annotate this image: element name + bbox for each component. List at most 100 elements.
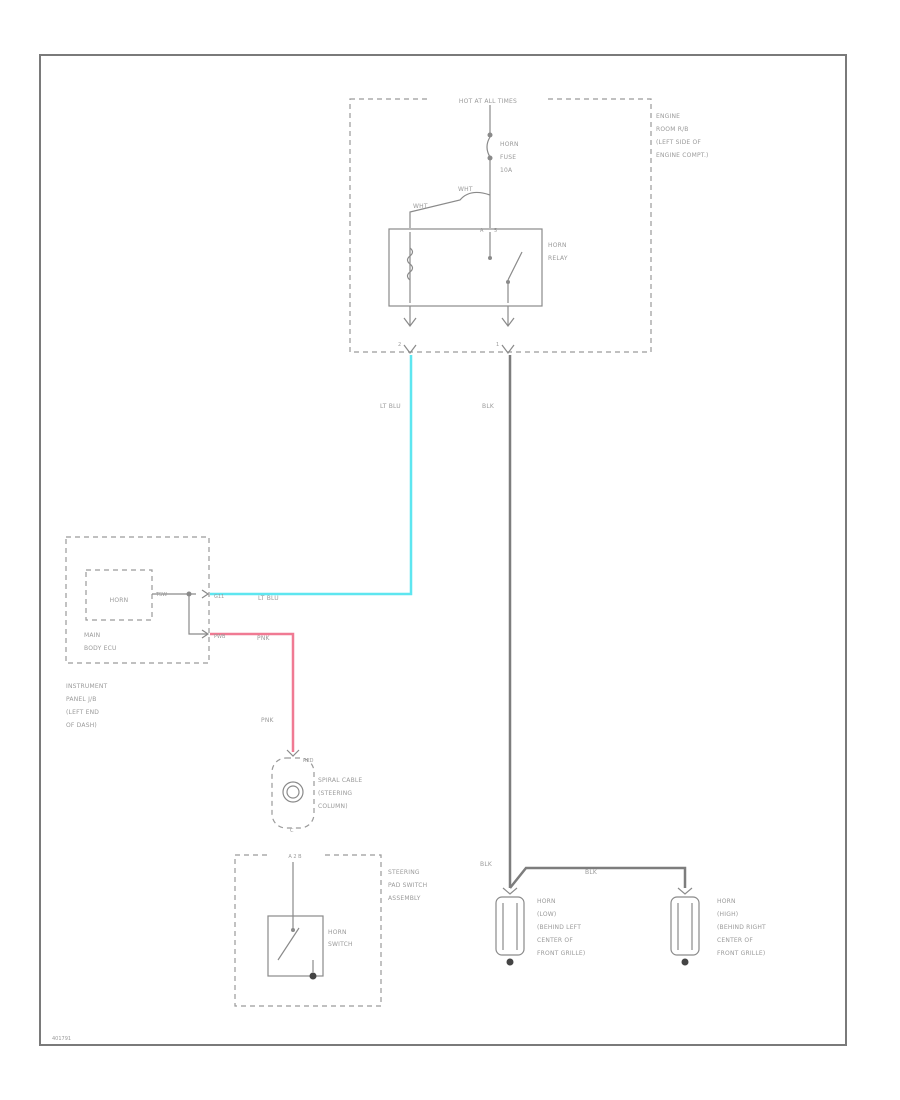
relay-pin-1-label: 1: [496, 342, 499, 348]
horn-low-line1: HORN: [537, 898, 556, 905]
horn-fuse-line1: HORN: [500, 141, 519, 148]
horn-low-line3: (BEHIND LEFT: [537, 924, 581, 931]
blk-horn-left-label: BLK: [480, 861, 493, 868]
diagram-frame: [39, 54, 847, 1046]
wht-upper-label: WHT: [458, 186, 473, 193]
relay-pin-2-connector: [403, 344, 417, 354]
horn-high-line5: FRONT GRILLE): [717, 950, 765, 957]
spiral-cable-pin: RED: [303, 758, 314, 764]
horn-high-line4: CENTER OF: [717, 937, 753, 944]
spiral-cable-coil: [282, 781, 304, 803]
relay-pin-a: A: [480, 228, 484, 234]
ecu-pin-top: G11: [214, 594, 224, 600]
spiral-cable-line3: COLUMN): [318, 803, 348, 810]
horn-relay-line2: RELAY: [548, 255, 568, 262]
relay-switch-arm: [507, 251, 523, 281]
main-body-ecu: HORN TSW G11 PWB MAIN BODY ECU INSTRUMEN…: [65, 536, 226, 729]
horn-high-body: [670, 896, 700, 956]
spiral-cable-body: [271, 757, 315, 829]
blk-horn-bridge-label: BLK: [585, 869, 598, 876]
horn-low-line2: (LOW): [537, 911, 556, 918]
steering-pad-line3: ASSEMBLY: [388, 895, 421, 902]
horn-low: HORN (LOW) (BEHIND LEFT CENTER OF FRONT …: [495, 887, 585, 966]
engine-room-location-line1: ENGINE: [656, 113, 680, 120]
steering-pad-pins: A 2 B: [288, 854, 302, 860]
blk-horn-bridge-wire: [509, 866, 687, 889]
spiral-cable-line2: (STEERING: [318, 790, 352, 797]
ecu-horn-label: HORN: [110, 597, 129, 604]
horn-low-connector: [502, 887, 518, 895]
relay-pin-2-label: 2: [398, 342, 401, 348]
horn-high-ground: [681, 958, 689, 966]
diagram-id: 401791: [52, 1036, 71, 1042]
relay-contact-top: [488, 256, 492, 260]
horn-low-line4: CENTER OF: [537, 937, 573, 944]
ecu-connector-bottom: [201, 629, 210, 639]
pnk-wire: [210, 632, 295, 752]
relay-contact-bottom: [506, 280, 510, 284]
horn-high: HORN (HIGH) (BEHIND RIGHT CENTER OF FRON…: [670, 887, 766, 966]
steering-pad-box: [234, 854, 382, 1007]
engine-room-location-line3: (LEFT SIDE OF: [656, 139, 701, 146]
wiring-harness: LT BLU LT BLU BLK BLK BLK PNK PNK: [210, 355, 687, 889]
fuse-bottom-terminal: [487, 155, 493, 161]
wht-branch-wire: [409, 191, 491, 228]
relay-pin-5: 5: [494, 228, 497, 234]
horn-ecu-inner-box: [85, 569, 153, 621]
ecu-connector-top: [201, 589, 210, 599]
steering-pad-pins-mask: [268, 850, 322, 860]
horn-switch-arm: [277, 927, 300, 961]
spiral-cable-bottom-mark: C: [290, 828, 294, 834]
spiral-cable-coil-inner: [286, 785, 300, 799]
ecu-terminal-label: TSW: [155, 592, 167, 598]
engine-room-box: [349, 98, 652, 353]
steering-pad-switch-assembly: A 2 B HORN SWITCH STEERING PAD SWITCH AS…: [234, 850, 427, 1007]
engine-room-location-line2: ROOM R/B: [656, 126, 689, 133]
horn-low-body: [495, 896, 525, 956]
spiral-cable-line1: SPIRAL CABLE: [318, 777, 362, 784]
engine-room-location-line4: ENGINE COMPT.): [656, 152, 709, 159]
horn-switch-line1: HORN: [328, 929, 347, 936]
horn-relay-line1: HORN: [548, 242, 567, 249]
horn-switch-ground: [309, 972, 317, 980]
horn-fuse-symbol: [486, 136, 491, 158]
horn-fuse-line2: FUSE: [500, 154, 516, 161]
horn-switch-contact-top: [291, 928, 295, 932]
horn-high-line3: (BEHIND RIGHT: [717, 924, 766, 931]
horn-low-line5: FRONT GRILLE): [537, 950, 585, 957]
horn-high-line1: HORN: [717, 898, 736, 905]
horn-switch-body: [267, 915, 324, 977]
relay-pin-1-connector: [501, 344, 515, 354]
ecu-internal-wire-bottom: [188, 594, 207, 635]
lt-blu-wire: [210, 355, 413, 596]
pnk-vertical-label: PNK: [261, 717, 275, 724]
spiral-cable: RED C SPIRAL CABLE (STEERING COLUMN): [271, 749, 362, 834]
main-body-ecu-line1: MAIN: [84, 632, 100, 639]
pnk-horizontal-label: PNK: [257, 635, 271, 642]
ecu-pin-bottom: PWB: [214, 634, 226, 640]
main-body-ecu-line2: BODY ECU: [84, 645, 117, 652]
horn-relay-body: [388, 228, 543, 307]
horn-high-connector: [677, 887, 693, 895]
lt-blu-horizontal-label: LT BLU: [258, 595, 279, 602]
steering-pad-line2: PAD SWITCH: [388, 882, 427, 889]
lt-blu-vertical-label: LT BLU: [380, 403, 401, 410]
instrument-panel-line2: PANEL J/B: [66, 696, 97, 703]
horn-fuse-line3: 10A: [500, 167, 513, 174]
horn-low-ground: [506, 958, 514, 966]
instrument-panel-line4: OF DASH): [66, 722, 97, 729]
instrument-panel-line3: (LEFT END: [66, 709, 99, 716]
wht-lower-label: WHT: [413, 203, 428, 210]
horn-switch-line2: SWITCH: [328, 941, 353, 948]
engine-room-relay-block: HOT AT ALL TIMES ENGINE ROOM R/B (LEFT S…: [349, 95, 709, 354]
hot-at-all-times-label: HOT AT ALL TIMES: [459, 98, 517, 105]
steering-pad-line1: STEERING: [388, 869, 420, 876]
instrument-panel-line1: INSTRUMENT: [66, 683, 108, 690]
hot-label-mask: [430, 95, 546, 105]
horn-high-line2: (HIGH): [717, 911, 738, 918]
blk-vertical-label: BLK: [482, 403, 495, 410]
spiral-cable-connector: [286, 749, 300, 757]
relay-coil-symbol: [406, 247, 414, 281]
fuse-top-terminal: [487, 132, 493, 138]
